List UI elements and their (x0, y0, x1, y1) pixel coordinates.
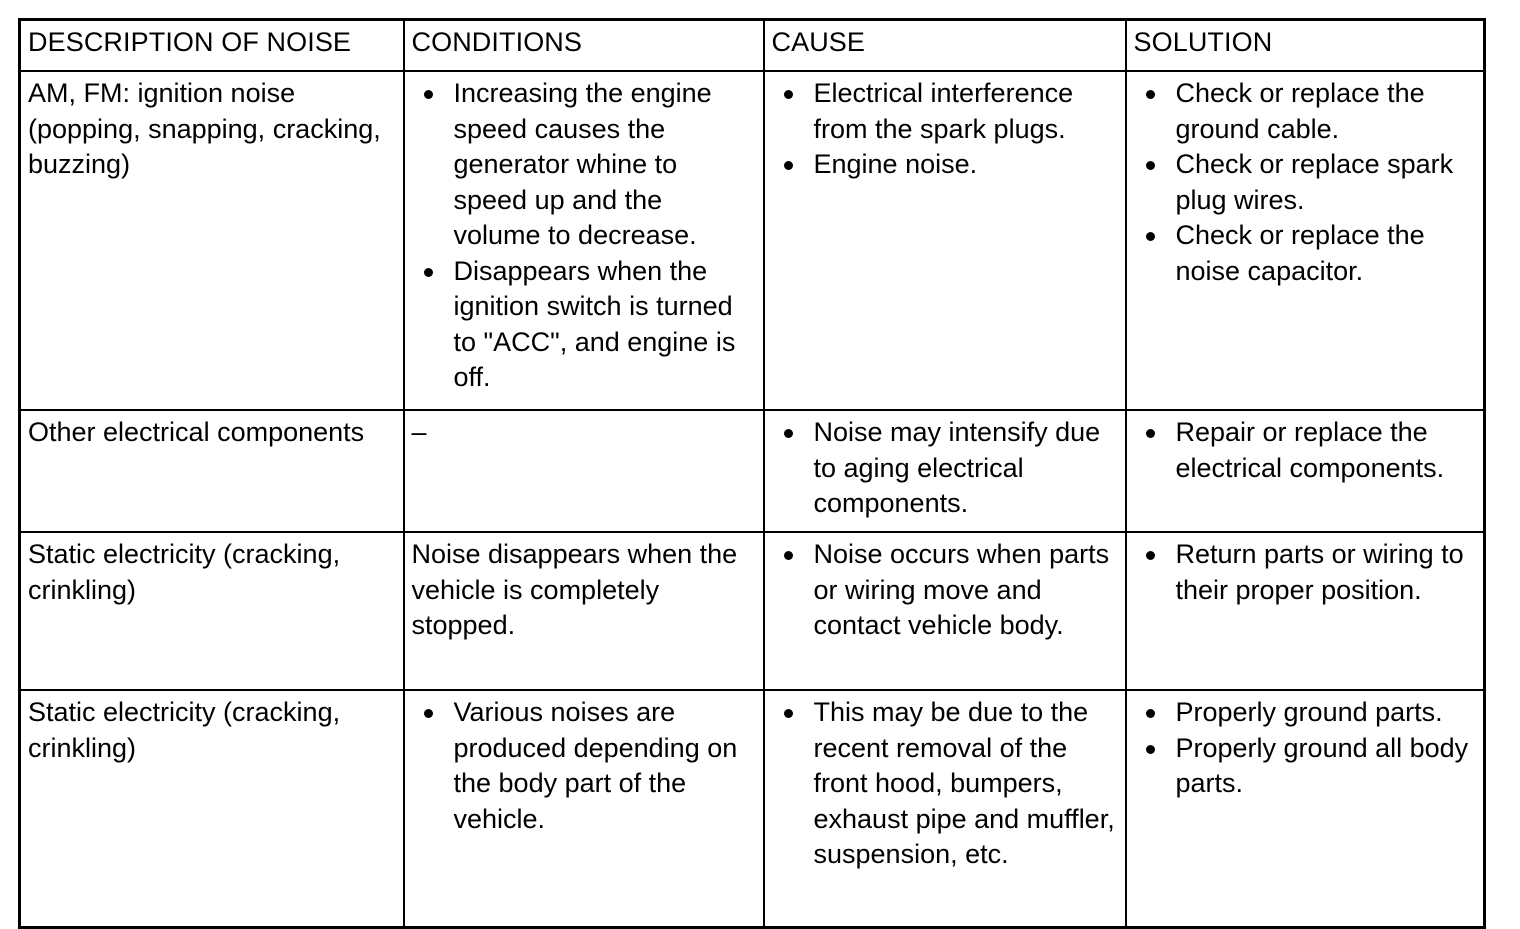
list-item: Check or replace spark plug wires. (1134, 147, 1477, 218)
cell-solution: Properly ground parts. Properly ground a… (1124, 689, 1486, 929)
list-item-text: Return parts or wiring to their proper p… (1175, 539, 1464, 605)
list-item-text: Electrical interference from the spark p… (813, 78, 1074, 144)
cell-cause: Electrical interference from the spark p… (762, 70, 1127, 411)
list-item: Repair or replace the electrical compone… (1134, 415, 1477, 486)
conditions-list: Increasing the engine speed causes the g… (412, 76, 756, 396)
solution-list: Return parts or wiring to their proper p… (1134, 537, 1477, 608)
cell-cause: Noise may intensify due to aging electri… (762, 409, 1127, 533)
cell-conditions: Various noises are produced depending on… (402, 689, 765, 929)
cell-conditions: Increasing the engine speed causes the g… (402, 70, 765, 411)
list-item-text: Repair or replace the electrical compone… (1175, 417, 1445, 483)
column-header-solution: SOLUTION (1124, 18, 1486, 72)
list-item: Check or replace the ground cable. (1134, 76, 1477, 147)
cell-conditions: – (402, 409, 765, 533)
bullet-icon (423, 267, 433, 277)
bullet-icon (1145, 429, 1155, 438)
cause-list: This may be due to the recent removal of… (772, 695, 1118, 873)
list-item-text: This may be due to the recent removal of… (813, 697, 1115, 869)
list-item: Electrical interference from the spark p… (772, 76, 1118, 147)
list-item: Various noises are produced depending on… (412, 695, 756, 837)
list-item: Noise occurs when parts or wiring move a… (772, 537, 1118, 644)
bullet-icon (423, 90, 433, 99)
bullet-icon (1145, 551, 1155, 560)
cell-description: Static electricity (cracking, crinkling) (18, 689, 405, 929)
bullet-icon (783, 161, 793, 170)
solution-list: Properly ground parts. Properly ground a… (1134, 695, 1477, 802)
list-item: Properly ground all body parts. (1134, 731, 1477, 802)
cell-solution: Return parts or wiring to their proper p… (1124, 531, 1486, 691)
list-item: Increasing the engine speed causes the g… (412, 76, 756, 254)
cause-list: Electrical interference from the spark p… (772, 76, 1118, 183)
list-item: This may be due to the recent removal of… (772, 695, 1118, 873)
column-header-cause: CAUSE (762, 18, 1127, 72)
bullet-icon (783, 429, 793, 438)
description-text: Other electrical components (28, 417, 365, 447)
list-item: Check or replace the noise capacitor. (1134, 218, 1477, 289)
noise-troubleshooting-table: DESCRIPTION OF NOISE CONDITIONS CAUSE SO… (18, 18, 1486, 929)
bullet-icon (783, 551, 793, 560)
list-item-text: Properly ground parts. (1175, 697, 1443, 727)
list-item: Return parts or wiring to their proper p… (1134, 537, 1477, 608)
table-header: DESCRIPTION OF NOISE CONDITIONS CAUSE SO… (18, 18, 1486, 72)
description-text: Static electricity (cracking, crinkling) (28, 539, 341, 605)
table-header-row: DESCRIPTION OF NOISE CONDITIONS CAUSE SO… (18, 18, 1486, 72)
list-item: Properly ground parts. (1134, 695, 1477, 731)
list-item-text: Check or replace the noise capacitor. (1175, 220, 1425, 286)
list-item-text: Noise may intensify due to aging electri… (813, 417, 1101, 518)
list-item-text: Various noises are produced depending on… (453, 697, 738, 834)
table-body: AM, FM: ignition noise (popping, snappin… (18, 70, 1486, 929)
bullet-icon (1145, 90, 1155, 99)
bullet-icon (1145, 161, 1155, 170)
list-item: Noise may intensify due to aging electri… (772, 415, 1118, 522)
conditions-dash: – (411, 417, 427, 447)
bullet-icon (783, 90, 793, 99)
cell-cause: Noise occurs when parts or wiring move a… (762, 531, 1127, 691)
description-text: Static electricity (cracking, crinkling) (28, 697, 341, 763)
list-item-text: Disappears when the ignition switch is t… (453, 255, 736, 393)
conditions-list: Various noises are produced depending on… (412, 695, 756, 837)
conditions-text: Noise disappears when the vehicle is com… (411, 539, 738, 640)
bullet-icon (1145, 709, 1155, 718)
list-item: Disappears when the ignition switch is t… (412, 254, 756, 396)
list-item-text: Noise occurs when parts or wiring move a… (813, 539, 1110, 640)
cell-solution: Repair or replace the electrical compone… (1124, 409, 1486, 533)
bullet-icon (423, 709, 433, 718)
cell-solution: Check or replace the ground cable. Check… (1124, 70, 1486, 411)
table-row: Static electricity (cracking, crinkling)… (18, 689, 1486, 929)
bullet-icon (1145, 232, 1155, 241)
solution-list: Repair or replace the electrical compone… (1134, 415, 1477, 486)
column-header-description: DESCRIPTION OF NOISE (18, 18, 405, 72)
cell-description: Static electricity (cracking, crinkling) (18, 531, 405, 691)
table-row: AM, FM: ignition noise (popping, snappin… (18, 70, 1486, 411)
solution-list: Check or replace the ground cable. Check… (1134, 76, 1477, 289)
table-row: Other electrical components – Noise may … (18, 409, 1486, 533)
cell-description: AM, FM: ignition noise (popping, snappin… (18, 70, 405, 411)
bullet-icon (783, 709, 793, 718)
description-text: AM, FM: ignition noise (popping, snappin… (28, 78, 381, 179)
list-item-text: Properly ground all body parts. (1175, 732, 1469, 799)
list-item-text: Check or replace the ground cable. (1175, 78, 1425, 144)
cell-description: Other electrical components (18, 409, 405, 533)
list-item-text: Check or replace spark plug wires. (1175, 149, 1454, 215)
bullet-icon (1145, 744, 1155, 754)
list-item: Engine noise. (772, 147, 1118, 183)
cause-list: Noise may intensify due to aging electri… (772, 415, 1118, 522)
column-header-conditions: CONDITIONS (402, 18, 765, 72)
table-row: Static electricity (cracking, crinkling)… (18, 531, 1486, 691)
list-item-text: Engine noise. (813, 149, 978, 179)
cause-list: Noise occurs when parts or wiring move a… (772, 537, 1118, 644)
cell-conditions: Noise disappears when the vehicle is com… (402, 531, 765, 691)
cell-cause: This may be due to the recent removal of… (762, 689, 1127, 929)
list-item-text: Increasing the engine speed causes the g… (453, 78, 712, 250)
